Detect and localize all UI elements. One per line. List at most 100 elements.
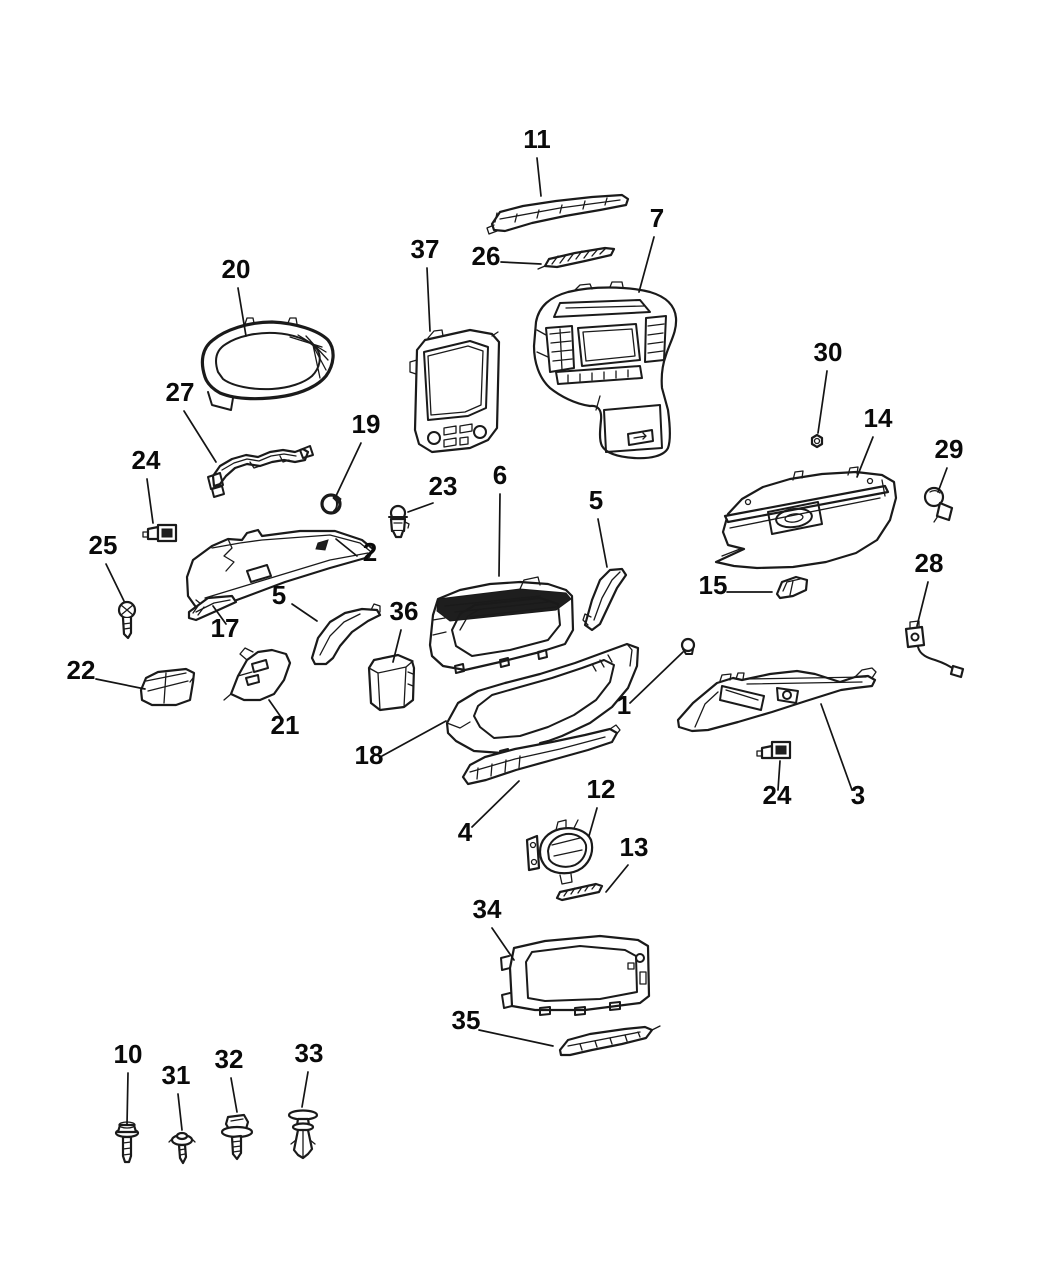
callout-1-leader bbox=[629, 651, 684, 704]
callout-32-leader bbox=[230, 1077, 238, 1113]
callout-3-label: 3 bbox=[851, 780, 865, 810]
callout-10-leader bbox=[126, 1072, 129, 1126]
callout-2-leader bbox=[335, 538, 358, 557]
callout-27-label: 27 bbox=[166, 377, 195, 407]
callout-30-leader bbox=[817, 370, 828, 434]
part-1-plug bbox=[680, 637, 696, 655]
callout-17-leader bbox=[212, 605, 227, 625]
callout-26-label: 26 bbox=[472, 241, 501, 271]
part-29-power-outlet bbox=[923, 486, 954, 523]
callout-29-leader bbox=[937, 467, 948, 493]
callout-22-leader bbox=[95, 678, 146, 690]
callout-15-label: 15 bbox=[699, 570, 728, 600]
part-34-frame bbox=[500, 934, 651, 1016]
part-5-sail-trim-left bbox=[310, 603, 382, 666]
callout-7-label: 7 bbox=[650, 203, 664, 233]
callout-13-leader bbox=[605, 864, 629, 893]
callout-11-label: 11 bbox=[523, 124, 551, 154]
callout-25-leader bbox=[105, 563, 125, 602]
callout-34-label: 34 bbox=[473, 894, 502, 924]
part-22-pocket bbox=[139, 667, 196, 707]
callout-29-label: 29 bbox=[935, 434, 964, 464]
part-11-top-trim-strip bbox=[486, 193, 630, 235]
part-7-center-stack-bezel bbox=[532, 281, 678, 460]
part-6-center-housing bbox=[428, 576, 575, 674]
callout-11-leader bbox=[536, 157, 542, 197]
callout-12-label: 12 bbox=[587, 774, 616, 804]
callout-36-leader bbox=[392, 629, 402, 663]
callout-7-leader bbox=[638, 236, 655, 293]
callout-20-label: 20 bbox=[222, 254, 251, 284]
part-32-bolt bbox=[220, 1113, 254, 1161]
part-3-knee-bolster bbox=[676, 667, 877, 733]
callout-4-label: 4 bbox=[458, 817, 473, 847]
part-14-glove-box bbox=[714, 466, 898, 570]
callout-23-leader bbox=[407, 502, 434, 513]
callout-24-leader bbox=[146, 478, 154, 524]
callout-4-leader bbox=[471, 780, 520, 828]
callout-32-label: 32 bbox=[215, 1044, 244, 1074]
callout-6-leader bbox=[498, 493, 501, 577]
callout-37-leader bbox=[426, 267, 431, 332]
part-19-grommet bbox=[320, 493, 342, 515]
callout-5-label: 5 bbox=[272, 580, 286, 610]
callout-13-label: 13 bbox=[620, 832, 649, 862]
callout-6-label: 6 bbox=[493, 460, 507, 490]
callout-33-leader bbox=[301, 1071, 309, 1108]
callout-31-label: 31 bbox=[162, 1060, 191, 1090]
callout-21-label: 21 bbox=[271, 710, 300, 740]
callout-19-leader bbox=[335, 442, 362, 497]
callout-5-leader bbox=[291, 603, 318, 622]
parts-artwork bbox=[114, 193, 965, 1165]
callout-33-label: 33 bbox=[295, 1038, 324, 1068]
part-5-sail-trim-right bbox=[582, 567, 628, 632]
callout-14-leader bbox=[856, 436, 874, 478]
part-26-hatched-strip bbox=[537, 246, 616, 270]
part-24-clip-right bbox=[756, 740, 792, 760]
part-35-tray bbox=[558, 1025, 661, 1057]
part-33-push-pin bbox=[287, 1109, 319, 1160]
callout-28-leader bbox=[916, 581, 929, 627]
callout-31-leader bbox=[177, 1093, 183, 1131]
callout-10-label: 10 bbox=[114, 1039, 143, 1069]
callout-22-label: 22 bbox=[67, 655, 96, 685]
part-17-filler-trim bbox=[187, 594, 238, 622]
callout-27-leader bbox=[183, 410, 217, 463]
callout-25-label: 25 bbox=[89, 530, 118, 560]
part-12-duct bbox=[525, 819, 594, 885]
callout-5-leader bbox=[597, 518, 608, 568]
callout-30-label: 30 bbox=[814, 337, 843, 367]
callout-20-leader bbox=[237, 287, 247, 337]
part-28-wiring-sensor bbox=[904, 620, 965, 679]
part-4-lower-strip bbox=[461, 724, 621, 786]
part-27-bracket bbox=[207, 445, 314, 498]
callout-14-label: 14 bbox=[864, 403, 893, 433]
callout-26-leader bbox=[500, 261, 542, 265]
part-31-screw bbox=[168, 1131, 196, 1165]
callout-2-label: 2 bbox=[363, 537, 377, 567]
part-37-radio-display-unit bbox=[409, 328, 501, 454]
part-10-bolt bbox=[114, 1121, 140, 1164]
callout-35-leader bbox=[478, 1029, 554, 1047]
callout-36-label: 36 bbox=[390, 596, 419, 626]
part-30-nut bbox=[810, 433, 824, 449]
part-23-switch bbox=[388, 504, 410, 539]
callout-1-label: 1 bbox=[617, 690, 631, 720]
callout-19-label: 19 bbox=[352, 409, 381, 439]
callout-24-label: 24 bbox=[132, 445, 161, 475]
part-21-bracket bbox=[223, 647, 292, 702]
callout-34-leader bbox=[491, 927, 515, 961]
part-15-lamp bbox=[775, 575, 809, 600]
callout-21-leader bbox=[268, 699, 284, 721]
part-13-strip bbox=[555, 882, 604, 902]
callout-18-leader bbox=[381, 720, 447, 757]
part-24-clip-left bbox=[142, 523, 178, 543]
callout-35-label: 35 bbox=[452, 1005, 481, 1035]
callout-5-label: 5 bbox=[589, 485, 603, 515]
callout-3-leader bbox=[820, 703, 853, 791]
callout-23-label: 23 bbox=[429, 471, 458, 501]
callout-24-leader bbox=[777, 760, 781, 791]
